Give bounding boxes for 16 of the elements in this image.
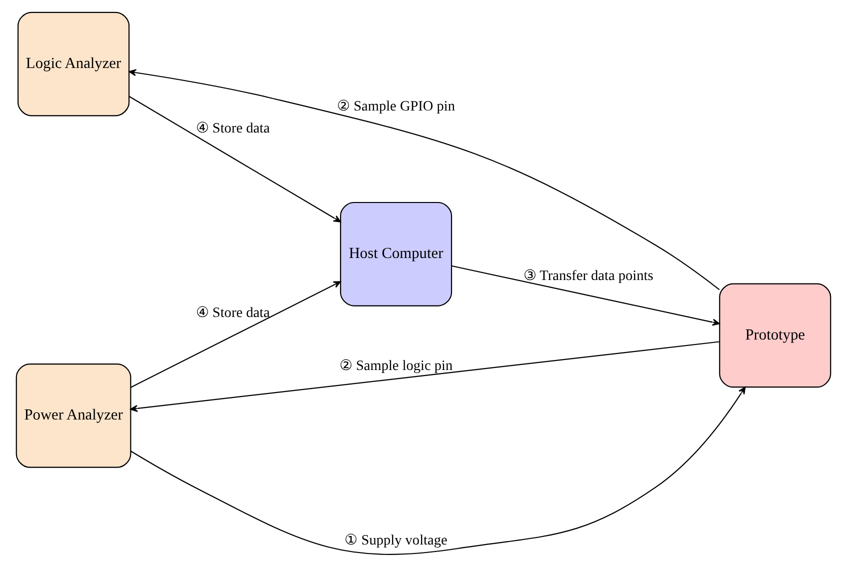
arrow	[130, 341, 720, 412]
node-box: Host Computer	[340, 202, 452, 306]
edge-label: ② Sample logic pin	[339, 358, 453, 374]
edge-label: ① Supply voltage	[344, 532, 448, 549]
arrow	[130, 281, 341, 388]
node-box: Prototype	[719, 283, 832, 388]
edge-label: ④ Store data	[196, 120, 270, 137]
edge-label: ③ Transfer data points	[523, 268, 654, 284]
node-box: Power Analyzer	[16, 363, 132, 468]
node-box: Logic Analyzer	[18, 12, 130, 116]
arrow	[451, 265, 720, 326]
arrow	[129, 96, 342, 222]
arrow	[130, 386, 746, 555]
edge-label: ② Sample GPIO pin	[337, 98, 456, 115]
arrow	[128, 69, 720, 290]
edge-label: ④ Store data	[196, 305, 270, 322]
